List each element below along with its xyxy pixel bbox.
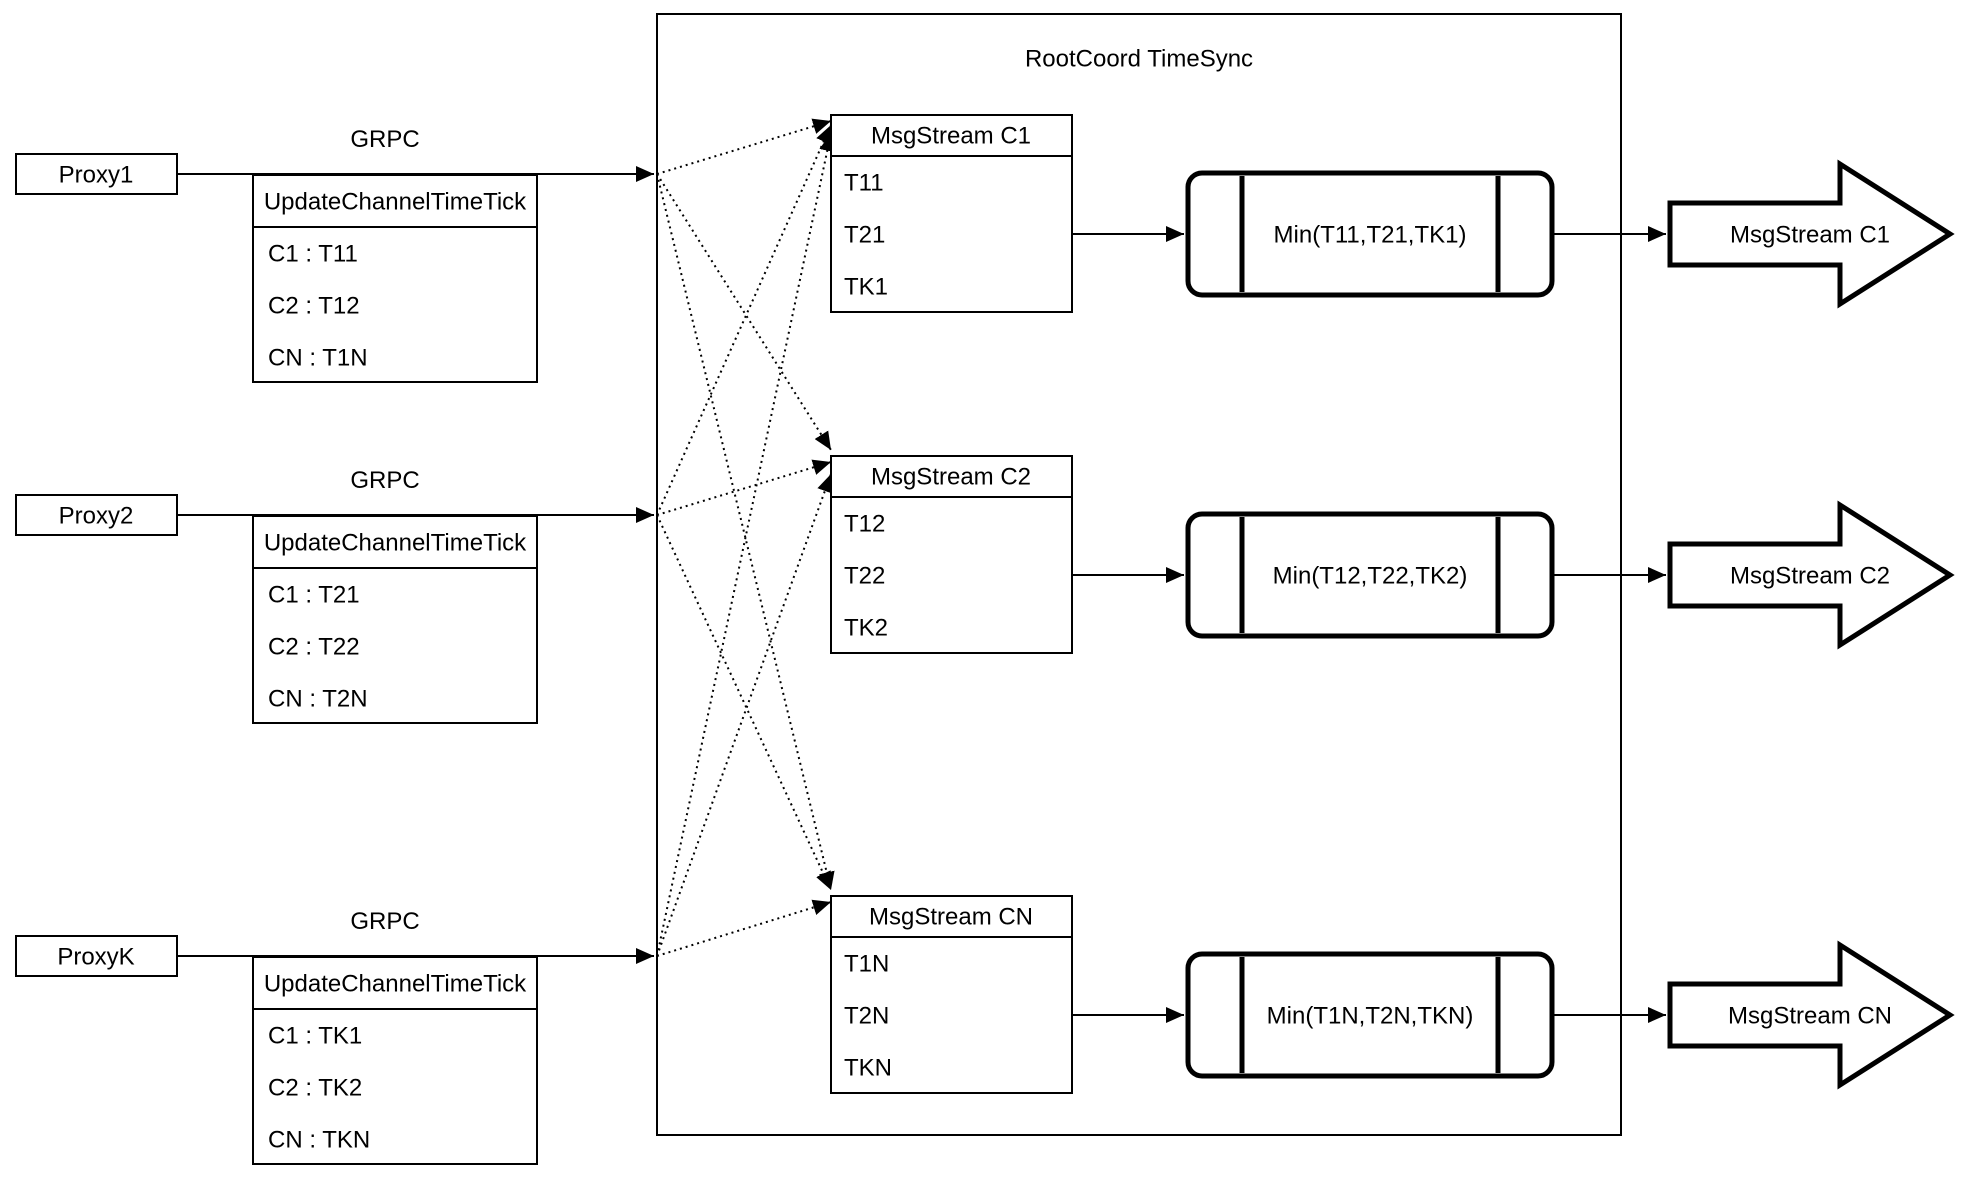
fan-line-p2-cn: [656, 514, 832, 891]
msgstream-cn-header: MsgStream CN: [869, 903, 1033, 930]
msgstream-cn-row-2: TKN: [844, 1054, 892, 1081]
stream-cn-lane: MsgStream CN T1N T2N TKN Min(T1N,T2N,TKN…: [830, 895, 1955, 1094]
proxy1-grpc-label: GRPC: [350, 126, 419, 153]
rootcoord-title: RootCoord TimeSync: [1025, 45, 1253, 72]
msgstream-cn-row-0: T1N: [844, 950, 889, 977]
proxy1-box: [15, 153, 178, 195]
fan-line-p2-c2: [656, 459, 832, 516]
proxy2-row-cn: CN : T2N: [268, 685, 368, 712]
msgstream-c1-table: [830, 114, 1073, 313]
proxy1-row-cn: CN : T1N: [268, 344, 368, 371]
proxyk-label: ProxyK: [57, 943, 134, 970]
proxy1-row-c1: C1 : T11: [268, 240, 358, 267]
output-arrow-cn-label: MsgStream CN: [1728, 1002, 1892, 1029]
proxyk-row-c2: C2 : TK2: [268, 1074, 362, 1101]
proxyk-row-c1: C1 : TK1: [268, 1022, 362, 1049]
proxyk-box: [15, 935, 178, 977]
stream-c2-lane: MsgStream C2 T12 T22 TK2 Min(T12,T22,TK2…: [830, 455, 1955, 654]
fan-line-p1-c2: [656, 173, 832, 451]
fan-line-p1-cn: [656, 173, 835, 891]
output-arrow-c1: [1667, 159, 1955, 309]
proxy2-row-c2: C2 : T22: [268, 633, 360, 660]
proxy2-label: Proxy2: [59, 502, 134, 529]
msgstream-c1-row-2: TK1: [844, 273, 888, 300]
proxyk-group: ProxyK GRPC UpdateChannelTimeTick C1 : T…: [15, 908, 654, 1165]
proxy1-timetick-table: [252, 174, 538, 383]
proxyk-timetick-table: [252, 956, 538, 1165]
msgstream-c2-header: MsgStream C2: [871, 463, 1031, 490]
msgstream-c2-row-0: T12: [844, 510, 885, 537]
proxy1-label: Proxy1: [59, 161, 134, 188]
proxy2-box: [15, 494, 178, 536]
msgstream-c2-row-1: T22: [844, 562, 885, 589]
output-arrow-c2-label: MsgStream C2: [1730, 562, 1890, 589]
min-c2-label: Min(T12,T22,TK2): [1273, 562, 1468, 589]
proxy1-timetick-header: UpdateChannelTimeTick: [264, 188, 527, 215]
msgstream-cn-table: [830, 895, 1073, 1094]
proxy2-grpc-label: GRPC: [350, 467, 419, 494]
proxyk-timetick-header: UpdateChannelTimeTick: [264, 970, 527, 997]
proxy2-group: Proxy2 GRPC UpdateChannelTimeTick C1 : T…: [15, 467, 654, 724]
msgstream-c2-table: [830, 455, 1073, 654]
proxy2-row-c1: C1 : T21: [268, 581, 360, 608]
fan-line-pk-c2: [656, 473, 833, 957]
fan-line-p2-c1: [656, 124, 832, 516]
msgstream-c1-row-0: T11: [844, 169, 884, 196]
proxy1-group: Proxy1 GRPC UpdateChannelTimeTick C1 : T…: [15, 126, 654, 383]
min-cn-label: Min(T1N,T2N,TKN): [1267, 1002, 1474, 1029]
msgstream-cn-row-1: T2N: [844, 1002, 889, 1029]
stream-c1-lane: MsgStream C1 T11 T21 TK1 Min(T11,T21,TK1…: [830, 114, 1955, 313]
fan-line-p1-c1: [656, 118, 832, 175]
min-c1-label: Min(T11,T21,TK1): [1274, 221, 1467, 248]
proxyk-row-cn: CN : TKN: [268, 1126, 370, 1153]
proxy2-timetick-table: [252, 515, 538, 724]
fan-line-pk-c1: [656, 132, 836, 957]
proxy2-timetick-header: UpdateChannelTimeTick: [264, 529, 527, 556]
output-arrow-c1-label: MsgStream C1: [1730, 221, 1890, 248]
msgstream-c1-header: MsgStream C1: [871, 122, 1031, 149]
msgstream-c1-row-1: T21: [844, 221, 885, 248]
output-arrow-c2: [1667, 500, 1955, 650]
grpc-broadcast-lines: [656, 118, 836, 957]
fan-line-pk-cn: [656, 899, 832, 957]
proxyk-grpc-label: GRPC: [350, 908, 419, 935]
output-arrow-cn: [1667, 940, 1955, 1090]
proxy1-row-c2: C2 : T12: [268, 292, 360, 319]
msgstream-c2-row-2: TK2: [844, 614, 888, 641]
